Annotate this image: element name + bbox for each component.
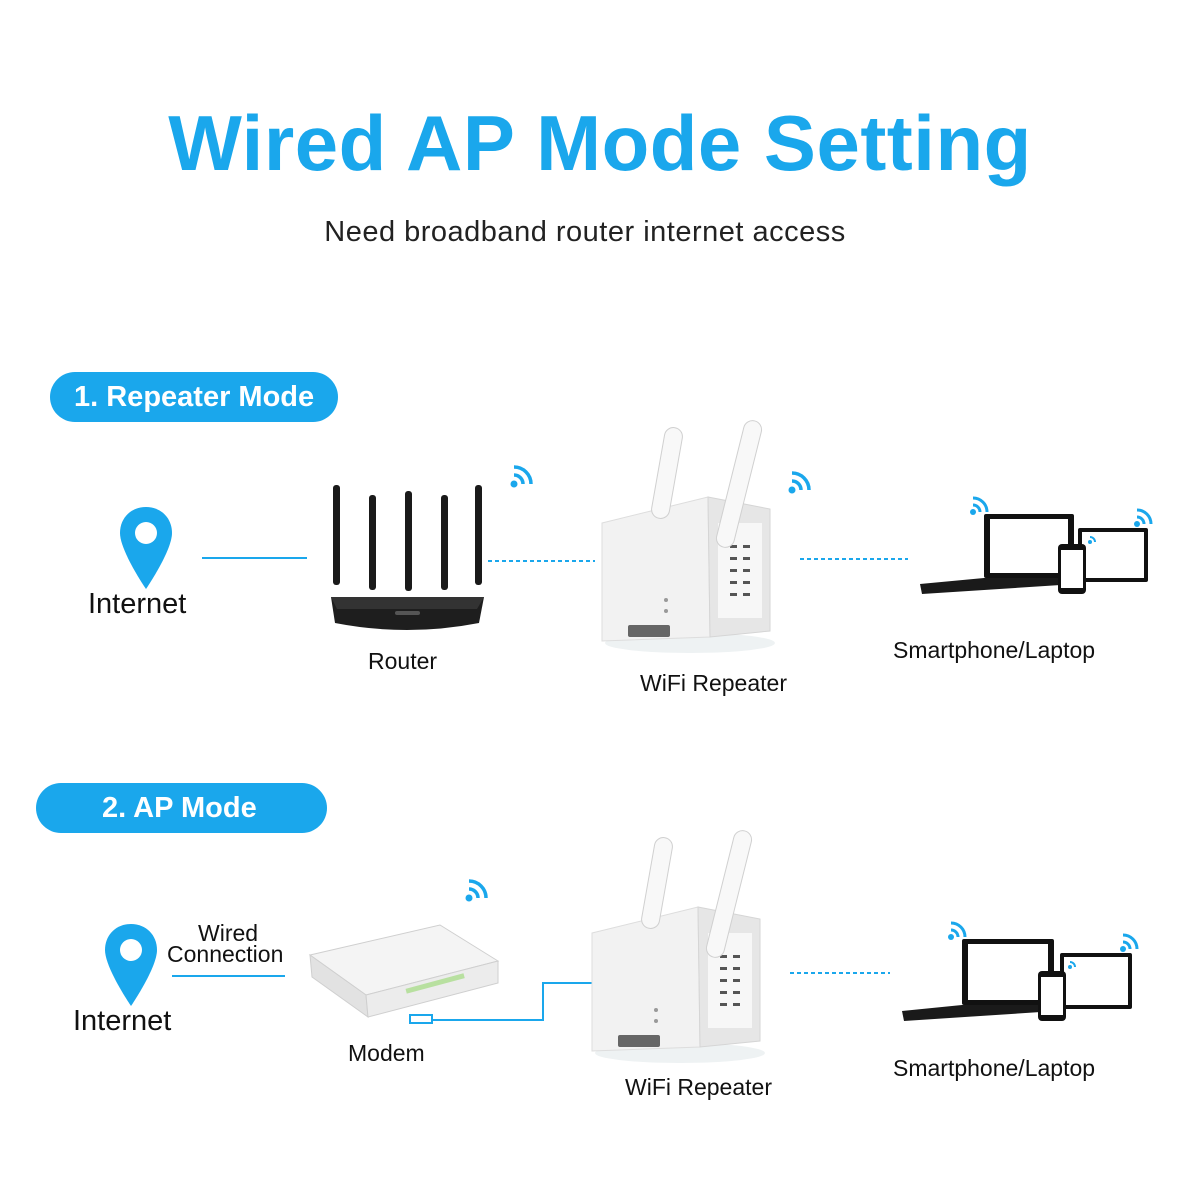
wired-connection-line1: Wired xyxy=(198,920,259,946)
modem-label: Modem xyxy=(348,1040,425,1066)
modem-device xyxy=(308,924,500,1024)
repeater-mode-badge: 1. Repeater Mode xyxy=(50,372,339,422)
wifi-signal-icon xyxy=(788,471,811,494)
location-pin-icon xyxy=(120,507,172,589)
location-pin-icon xyxy=(105,924,157,1006)
internet-label: Internet xyxy=(73,1005,172,1037)
router-device xyxy=(331,485,484,630)
page-title: Wired AP Mode Setting xyxy=(168,99,1032,187)
wired-connection-line2: Connection xyxy=(167,941,284,967)
repeater-label: WiFi Repeater xyxy=(640,670,787,696)
ap-mode-badge: 2. AP Mode xyxy=(36,783,327,833)
laptop-device xyxy=(902,921,1139,1021)
clients-label: Smartphone/Laptop xyxy=(893,637,1096,663)
clients-label: Smartphone/Laptop xyxy=(893,1055,1096,1081)
wifi-repeater-device xyxy=(601,420,775,653)
repeater-label: WiFi Repeater xyxy=(625,1074,772,1100)
wifi-signal-icon xyxy=(465,879,488,902)
internet-label: Internet xyxy=(88,588,187,620)
page-subtitle: Need broadband router internet access xyxy=(324,216,846,248)
laptop-device xyxy=(920,496,1153,594)
wifi-signal-icon xyxy=(510,465,533,488)
router-label: Router xyxy=(368,648,438,674)
wifi-repeater-device xyxy=(591,830,765,1063)
